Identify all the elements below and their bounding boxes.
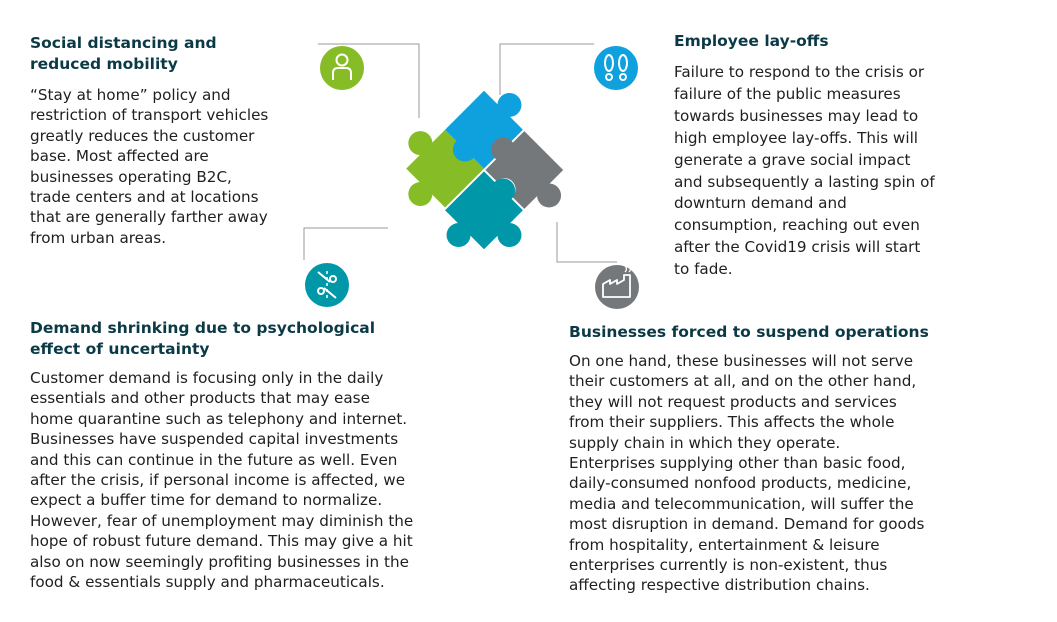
text-line: from hospitality, entertainment & leisur… bbox=[569, 535, 880, 554]
text-line: generate a grave social impact bbox=[674, 150, 911, 169]
connector-bottom-left bbox=[303, 227, 388, 260]
text-line: “Stay at home” policy and bbox=[30, 86, 231, 104]
social-distancing-block: Social distancing and reduced mobility “… bbox=[30, 33, 300, 248]
title-line: Social distancing and bbox=[30, 34, 217, 52]
text-line: from urban areas. bbox=[30, 228, 167, 247]
demand-shrinking-text: Customer demand is focusing only in the … bbox=[30, 368, 470, 592]
social-distancing-text: “Stay at home” policy and restriction of… bbox=[30, 85, 300, 248]
text-line: from their suppliers. This affects the w… bbox=[569, 413, 895, 432]
text-line: consumption, reaching out even bbox=[674, 216, 920, 235]
text-line: affecting respective distribution chains… bbox=[569, 576, 870, 595]
title-line: Businesses forced to suspend operations bbox=[569, 323, 929, 341]
suspend-operations-block: Businesses forced to suspend operations … bbox=[569, 322, 999, 596]
text-line: towards businesses may lead to bbox=[674, 106, 919, 125]
text-line: high employee lay-offs. This will bbox=[674, 128, 919, 147]
person-icon bbox=[320, 46, 364, 90]
text-line: restriction of transport vehicles bbox=[30, 106, 269, 125]
scissors-icon bbox=[305, 263, 349, 307]
connector-top-right bbox=[499, 43, 594, 95]
title-line: Demand shrinking due to psychological bbox=[30, 319, 376, 337]
text-line: also on now seemingly profiting business… bbox=[30, 552, 409, 571]
text-line: food & essentials supply and pharmaceuti… bbox=[30, 573, 385, 592]
text-line: that are generally farther away bbox=[30, 208, 268, 227]
puzzle bbox=[406, 90, 564, 250]
text-line: most disruption in demand. Demand for go… bbox=[569, 515, 925, 534]
title-line: Employee lay-offs bbox=[674, 32, 829, 50]
text-line: base. Most affected are bbox=[30, 147, 209, 166]
text-line: home quarantine such as telephony and in… bbox=[30, 409, 408, 428]
social-distancing-title: Social distancing and reduced mobility bbox=[30, 33, 300, 75]
text-line: enterprises currently is non-existent, t… bbox=[569, 556, 888, 575]
text-line: businesses operating B2C, bbox=[30, 167, 232, 186]
text-line: daily-consumed nonfood products, medicin… bbox=[569, 474, 912, 493]
text-line: and subsequently a lasting spin of bbox=[674, 172, 935, 191]
text-line: greatly reduces the customer bbox=[30, 126, 255, 145]
text-line: and this can continue in the future as w… bbox=[30, 450, 398, 469]
text-line: hope of robust future demand. This may g… bbox=[30, 532, 413, 551]
text-line: after the crisis, if personal income is … bbox=[30, 471, 406, 490]
connector-bottom-right bbox=[556, 222, 617, 263]
text-line: trade centers and at locations bbox=[30, 188, 259, 207]
footprints-icon bbox=[594, 46, 638, 90]
text-line: after the Covid19 crisis will start bbox=[674, 238, 921, 257]
text-line: to fade. bbox=[674, 260, 733, 279]
suspend-operations-text: On one hand, these businesses will not s… bbox=[569, 351, 999, 596]
text-line: they will not request products and servi… bbox=[569, 392, 897, 411]
text-line: Customer demand is focusing only in the … bbox=[30, 369, 384, 387]
text-line: their customers at all, and on the other… bbox=[569, 372, 917, 391]
connector-lines bbox=[303, 43, 617, 263]
text-line: media and telecommunication, will suffer… bbox=[569, 494, 914, 513]
suspend-operations-title: Businesses forced to suspend operations bbox=[569, 322, 999, 343]
factory-icon bbox=[595, 265, 639, 309]
text-line: expect a buffer time for demand to norma… bbox=[30, 491, 383, 510]
text-line: downturn demand and bbox=[674, 194, 847, 213]
demand-shrinking-title: Demand shrinking due to psychological ef… bbox=[30, 318, 470, 360]
demand-shrinking-block: Demand shrinking due to psychological ef… bbox=[30, 318, 470, 592]
employee-layoffs-block: Employee lay-offs Failure to respond to … bbox=[674, 31, 974, 281]
puzzle-piece-teal bbox=[445, 171, 523, 250]
text-line: supply chain in which they operate. bbox=[569, 433, 841, 452]
text-line: Businesses have suspended capital invest… bbox=[30, 430, 399, 449]
text-line: Failure to respond to the crisis or bbox=[674, 63, 925, 81]
connector-top-left bbox=[318, 43, 420, 118]
title-line: reduced mobility bbox=[30, 55, 178, 73]
employee-layoffs-title: Employee lay-offs bbox=[674, 31, 974, 52]
text-line: On one hand, these businesses will not s… bbox=[569, 352, 914, 370]
title-line: effect of uncertainty bbox=[30, 340, 210, 358]
text-line: failure of the public measures bbox=[674, 84, 901, 103]
employee-layoffs-text: Failure to respond to the crisis or fail… bbox=[674, 62, 974, 281]
text-line: However, fear of unemployment may dimini… bbox=[30, 511, 414, 530]
text-line: Enterprises supplying other than basic f… bbox=[569, 454, 906, 473]
text-line: essentials and other products that may e… bbox=[30, 389, 370, 408]
